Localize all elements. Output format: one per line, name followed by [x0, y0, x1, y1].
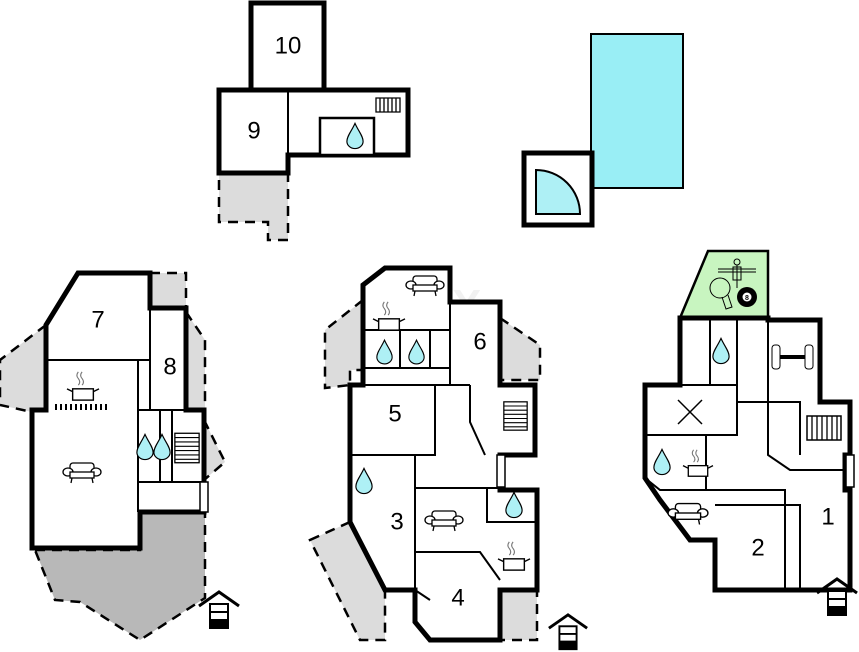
void-cross-icon — [677, 399, 703, 425]
door — [496, 454, 506, 488]
ground-floor-middle — [347, 265, 540, 643]
games-room — [678, 249, 770, 320]
room-label-8: 8 — [163, 354, 176, 381]
room-label-9: 9 — [247, 118, 260, 145]
room-label-4: 4 — [451, 585, 464, 612]
billiard-ball-icon: 8 — [737, 287, 757, 307]
outdoor-area — [217, 171, 290, 242]
outdoor-area — [148, 271, 188, 312]
outdoor-area — [498, 315, 542, 382]
outdoor-area — [498, 588, 539, 642]
room-label-1: 1 — [821, 504, 834, 531]
room-label-3: 3 — [390, 509, 403, 536]
outdoor-area — [202, 419, 227, 483]
ground-floor-right — [642, 315, 853, 593]
middle-building: 6 5 3 4 — [308, 265, 589, 651]
terrace — [33, 510, 207, 642]
left-building: 7 8 — [0, 270, 241, 642]
ping-pong-paddle-icon — [709, 277, 733, 310]
outdoor-area — [184, 307, 207, 412]
room-label-7: 7 — [91, 307, 104, 334]
dumbbell-icon — [771, 344, 814, 370]
stairs-icon — [375, 97, 401, 113]
swimming-pool — [590, 33, 684, 189]
room-label-2: 2 — [751, 535, 764, 562]
room-label-5: 5 — [388, 401, 401, 428]
outdoor-area — [308, 520, 387, 642]
top-building: 10 9 — [216, 0, 411, 242]
room-label-6: 6 — [473, 329, 486, 356]
shower-icon — [535, 168, 582, 215]
pool-area — [521, 33, 684, 228]
billiard-ball-number: 8 — [745, 295, 749, 302]
door — [199, 481, 209, 513]
entrance-icon — [547, 613, 589, 651]
room-label-10: 10 — [275, 33, 302, 60]
stairs-icon — [503, 401, 528, 431]
bathroom — [318, 116, 376, 157]
door — [845, 454, 855, 488]
table-football-icon — [718, 258, 756, 288]
outdoor-area — [0, 322, 48, 414]
right-building: 8 1 2 — [642, 249, 859, 617]
stairs-icon — [806, 415, 842, 441]
stairs-icon — [174, 432, 200, 464]
